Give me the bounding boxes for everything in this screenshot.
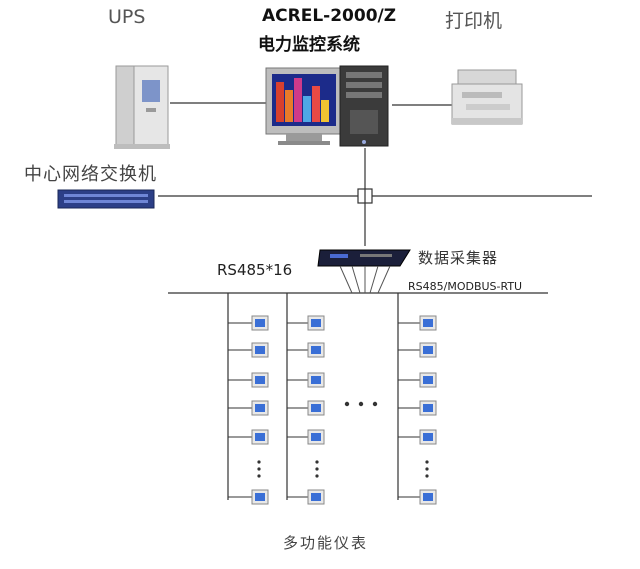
data-collector-label: 数据采集器 bbox=[418, 249, 499, 267]
network-switch-label: 中心网络交换机 bbox=[24, 164, 157, 185]
meter-icon bbox=[251, 342, 269, 358]
meter-icon bbox=[251, 489, 269, 505]
meter-icon bbox=[251, 400, 269, 416]
ups-label: UPS bbox=[108, 6, 146, 28]
meter-icon bbox=[251, 315, 269, 331]
meter-icon bbox=[419, 372, 437, 388]
meter-icon bbox=[307, 489, 325, 505]
meter-icon bbox=[419, 489, 437, 505]
meter-grid bbox=[228, 315, 437, 505]
meter-icon bbox=[419, 315, 437, 331]
meters-label: 多功能仪表 bbox=[283, 534, 369, 552]
rs485-count-label: RS485*16 bbox=[217, 261, 293, 279]
printer-icon bbox=[451, 69, 523, 125]
meter-icon bbox=[419, 342, 437, 358]
protocol-label: RS485/MODBUS-RTU bbox=[408, 280, 523, 293]
meters-ellipsis bbox=[344, 401, 378, 407]
meter-icon bbox=[307, 429, 325, 445]
meter-icon bbox=[307, 400, 325, 416]
meter-icon bbox=[307, 342, 325, 358]
monitor-icon bbox=[265, 67, 343, 145]
meter-icon bbox=[419, 429, 437, 445]
network-switch-icon bbox=[57, 189, 155, 209]
meter-icon bbox=[307, 372, 325, 388]
system-title: ACREL-2000/Z bbox=[262, 6, 397, 26]
meter-icon bbox=[251, 372, 269, 388]
system-subtitle: 电力监控系统 bbox=[258, 35, 360, 55]
column-ellipsis bbox=[257, 460, 429, 478]
meter-icon bbox=[251, 429, 269, 445]
ups-icon bbox=[114, 65, 170, 149]
pc-tower-icon bbox=[339, 65, 389, 147]
meter-icon bbox=[419, 400, 437, 416]
printer-label: 打印机 bbox=[445, 10, 503, 32]
connection-lines bbox=[158, 102, 592, 500]
data-collector-icon bbox=[317, 249, 411, 294]
meter-icon bbox=[307, 315, 325, 331]
